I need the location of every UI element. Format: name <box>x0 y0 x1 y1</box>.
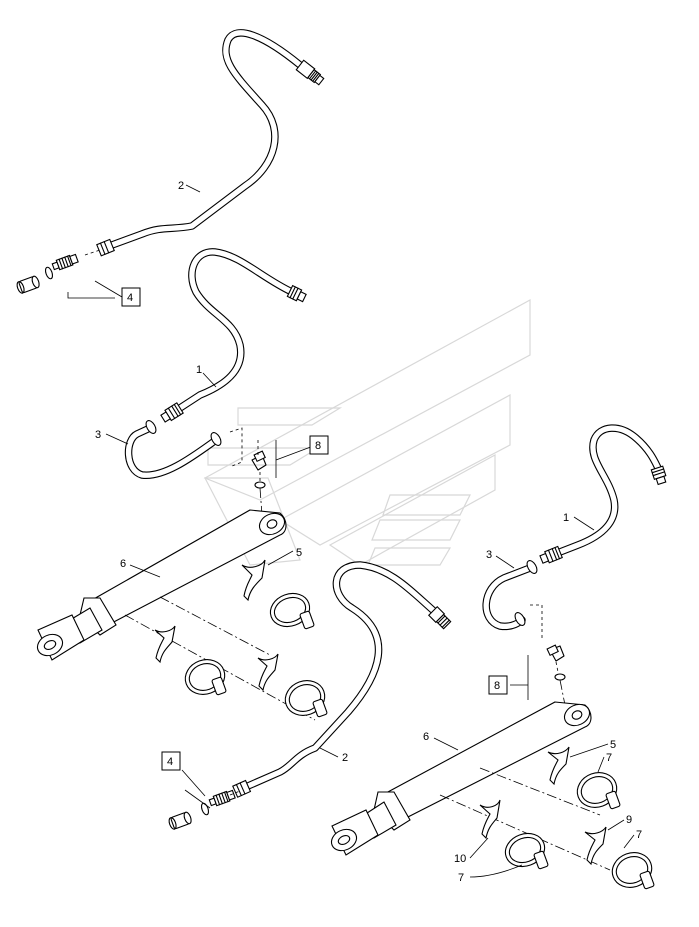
tube-right-3 <box>482 560 543 640</box>
svg-text:8: 8 <box>315 440 321 452</box>
label-cylinder-right: 6 <box>423 731 429 743</box>
callout-box-4-lower: 4 <box>161 751 181 771</box>
label-bracket-left: 5 <box>296 547 302 559</box>
bracket-10 <box>479 799 501 840</box>
leader-lines <box>105 184 635 878</box>
fitting-kit-lower <box>168 769 241 830</box>
label-bracket-right: 5 <box>610 739 616 751</box>
hose-left-1 <box>160 248 307 423</box>
label-cylinder-left: 6 <box>120 558 126 570</box>
callout-box-4-upper: 4 <box>121 287 141 307</box>
watermark-logo <box>203 298 531 566</box>
clamp-left-upper <box>269 592 315 630</box>
elbow-kit-left <box>251 440 317 516</box>
fitting-kit-upper <box>16 249 123 299</box>
label-hose-left: 1 <box>196 364 202 376</box>
bracket-left-lower <box>154 625 328 718</box>
label-clamp-bottom: 7 <box>458 872 464 884</box>
clamp-right-lower <box>611 852 655 890</box>
label-hose-right: 1 <box>563 512 569 524</box>
svg-text:8: 8 <box>494 680 500 692</box>
label-tube-right: 3 <box>486 549 492 561</box>
label-clamp-right-upper: 7 <box>606 752 612 764</box>
hose-lower-2 <box>232 561 452 798</box>
svg-text:4: 4 <box>167 756 173 768</box>
bracket-9 <box>584 826 607 866</box>
hose-right-1 <box>539 424 667 564</box>
elbow-kit-right <box>510 644 566 706</box>
hose-upper-2 <box>96 29 325 257</box>
cylinder-right-6 <box>330 701 611 871</box>
label-tube-left: 3 <box>95 429 101 441</box>
label-hose-lower: 2 <box>342 752 348 764</box>
clamp-right-upper <box>576 772 621 810</box>
svg-text:4: 4 <box>127 292 133 304</box>
label-clamp-right-lower: 7 <box>636 829 642 841</box>
label-hose-upper: 2 <box>178 180 184 192</box>
callout-box-8-right: 8 <box>488 675 508 695</box>
callout-box-8-left: 8 <box>309 435 329 455</box>
bracket-right-5 <box>547 746 570 786</box>
label-bracket-10: 10 <box>454 853 466 865</box>
clamp-bottom <box>504 832 549 870</box>
tube-left-3 <box>124 420 243 479</box>
label-bracket-9: 9 <box>626 814 632 826</box>
bracket-left-5 <box>241 559 266 602</box>
